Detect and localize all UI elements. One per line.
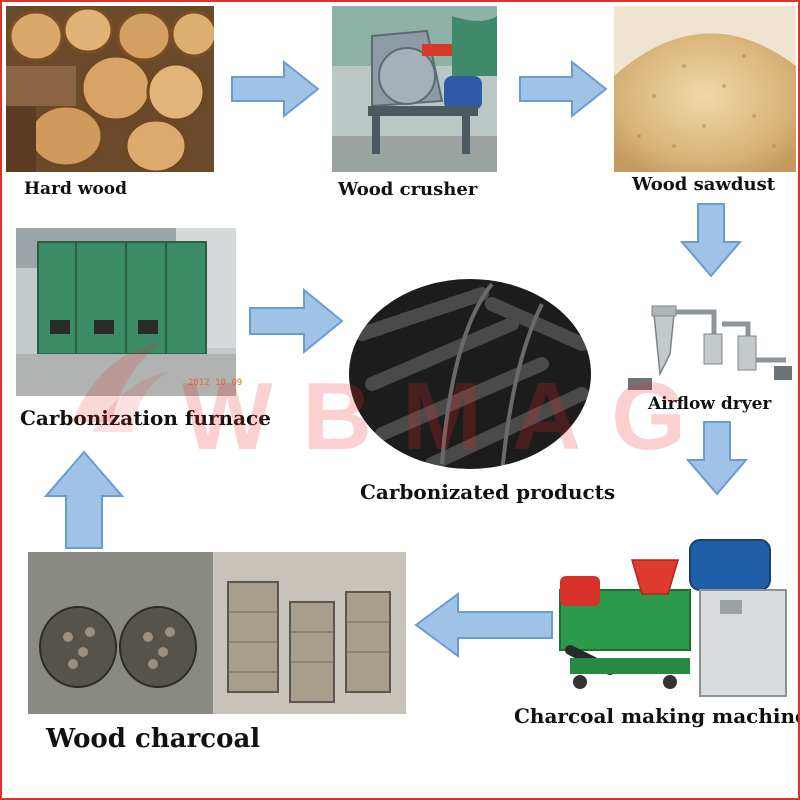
arrow-right-icon <box>519 60 608 118</box>
arrow-down-icon <box>686 421 748 496</box>
watermark-text: WBMAG <box>182 363 716 470</box>
carbonizated-products-label: Carbonizated products <box>360 480 616 504</box>
wood-crusher-label: Wood crusher <box>338 179 478 200</box>
charcoal-machine-label: Charcoal making machine <box>514 704 800 728</box>
hard-wood-image <box>6 6 214 172</box>
wood-sawdust-image <box>614 6 796 172</box>
wood-charcoal-label: Wood charcoal <box>46 724 261 754</box>
wood-sawdust-label: Wood sawdust <box>632 174 776 195</box>
wood-crusher-image <box>332 6 497 172</box>
hard-wood-label: Hard wood <box>24 179 128 199</box>
watermark-logo-icon <box>72 342 167 432</box>
wood-charcoal-image <box>28 552 406 714</box>
airflow-dryer-label: Airflow dryer <box>648 394 772 414</box>
carbonization-furnace-label: Carbonization furnace <box>20 406 271 430</box>
arrow-up-icon <box>44 450 124 549</box>
arrow-down-icon <box>680 203 742 278</box>
airflow-dryer-image <box>624 294 796 398</box>
carbonizated-products-image <box>342 274 598 474</box>
photo-date-stamp: 2012 10 09 <box>188 378 243 388</box>
arrow-right-icon <box>249 288 344 354</box>
arrow-left-icon <box>414 592 553 658</box>
carbonization-furnace-image <box>16 228 236 396</box>
arrow-right-icon <box>231 60 320 118</box>
charcoal-machine-image <box>550 520 796 700</box>
